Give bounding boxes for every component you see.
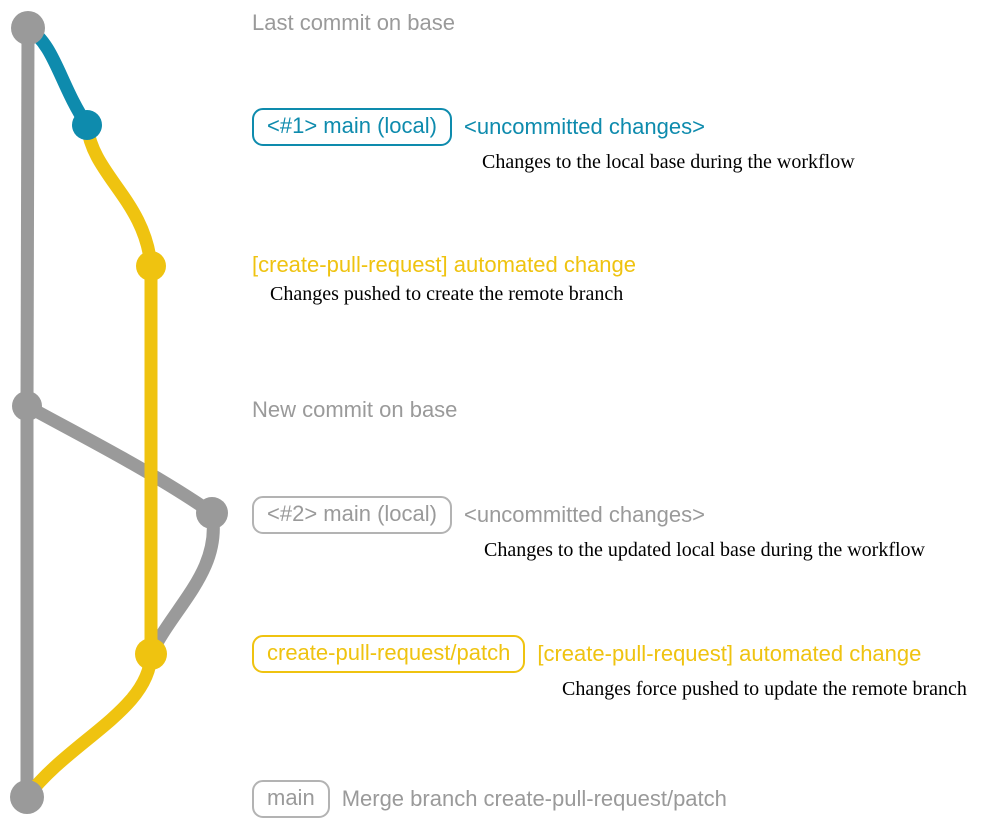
graph-row-new-commit-on-base: New commit on base xyxy=(252,397,457,423)
branch-badge-local-main-2[interactable]: <#2> main (local) xyxy=(252,496,452,534)
commit-node-remote-patch-2[interactable] xyxy=(135,638,167,670)
branch-badge-create-pull-request-patch[interactable]: create-pull-request/patch xyxy=(252,635,526,673)
commit-node-base-new-commit[interactable] xyxy=(12,391,42,421)
commit-node-local-main-2[interactable] xyxy=(196,497,228,529)
branch-line-base-to-local-2 xyxy=(20,399,219,520)
pill-row: <#1> main (local) <uncommitted changes> xyxy=(252,108,855,146)
graph-row-local-main-2: <#2> main (local) <uncommitted changes> … xyxy=(252,496,925,562)
branch-line-local-1-to-remote-1 xyxy=(80,118,158,273)
graph-row-local-main-1: <#1> main (local) <uncommitted changes> … xyxy=(252,108,855,174)
row-heading: [create-pull-request] automated change xyxy=(252,252,637,277)
graph-row-merge-commit: main Merge branch create-pull-request/pa… xyxy=(252,780,727,818)
commit-note: Changes to the updated local base during… xyxy=(484,539,925,561)
commit-node-local-main-1[interactable] xyxy=(72,110,102,140)
row-heading: New commit on base xyxy=(252,397,458,422)
graph-row-remote-automated-change-1: [create-pull-request] automated change C… xyxy=(252,252,636,306)
pill-row: create-pull-request/patch [create-pull-r… xyxy=(252,635,967,673)
commit-note: Changes pushed to create the remote bran… xyxy=(270,283,624,305)
commit-graph xyxy=(10,11,228,814)
commit-message: <uncommitted changes> xyxy=(463,114,705,139)
branch-line-local-2-to-remote-2 xyxy=(144,506,220,661)
pill-row: main Merge branch create-pull-request/pa… xyxy=(252,780,727,818)
graph-row-remote-automated-change-2: create-pull-request/patch [create-pull-r… xyxy=(252,635,967,701)
commit-message: [create-pull-request] automated change xyxy=(537,641,922,666)
commit-note: Changes to the local base during the wor… xyxy=(482,151,855,173)
commit-node-base-merge-commit[interactable] xyxy=(10,780,44,814)
graph-row-last-commit-on-base: Last commit on base xyxy=(252,10,455,36)
commit-note: Changes force pushed to update the remot… xyxy=(562,678,967,700)
branch-line-remote-2-to-merge xyxy=(20,647,158,804)
pill-row: <#2> main (local) <uncommitted changes> xyxy=(252,496,925,534)
row-heading: Last commit on base xyxy=(252,10,455,35)
branch-line-base-to-local-1 xyxy=(21,21,94,132)
branch-badge-local-main-1[interactable]: <#1> main (local) xyxy=(252,108,452,146)
commit-message: Merge branch create-pull-request/patch xyxy=(341,786,727,811)
commit-node-remote-patch-1[interactable] xyxy=(136,251,166,281)
commit-node-base-last-commit[interactable] xyxy=(11,11,45,45)
commit-message: <uncommitted changes> xyxy=(463,502,705,527)
branch-badge-main[interactable]: main xyxy=(252,780,330,818)
